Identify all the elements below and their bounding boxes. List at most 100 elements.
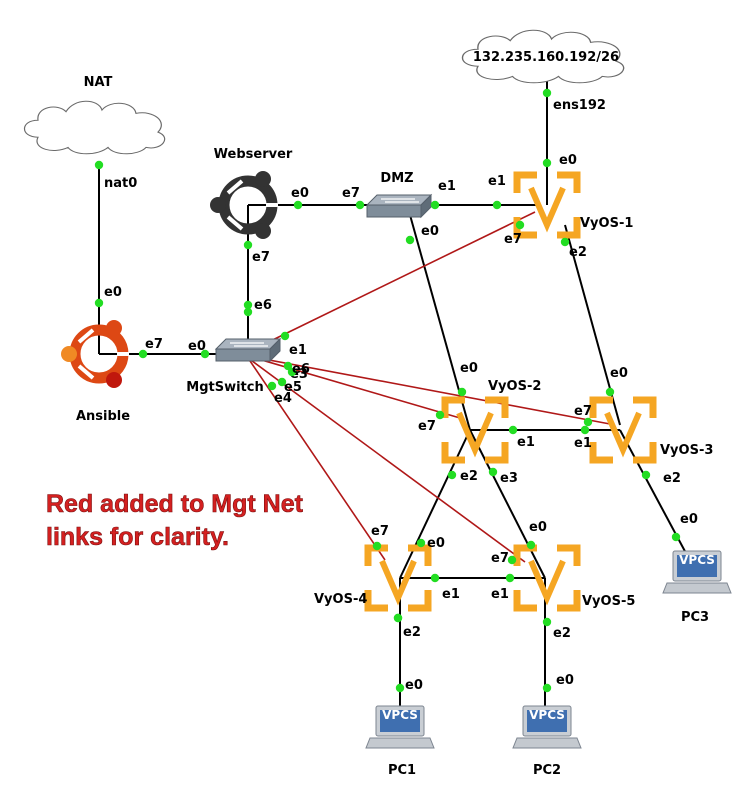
vyos2-router[interactable]: VyOS-2 bbox=[445, 379, 541, 460]
link-vyos2-vyos5 bbox=[469, 429, 546, 579]
port-label-e2: e2 bbox=[553, 626, 571, 641]
port-dot bbox=[287, 367, 297, 377]
vpcs-screen-label: VPCS bbox=[382, 708, 418, 722]
port-label-e1: e1 bbox=[517, 435, 535, 450]
port-dot bbox=[560, 237, 570, 247]
mgt-switch[interactable]: MgtSwitch bbox=[186, 338, 281, 395]
port-dot bbox=[435, 410, 445, 420]
link-vyos2-vyos4 bbox=[399, 429, 471, 579]
vyos5-router[interactable]: VyOS-5 bbox=[517, 548, 635, 609]
port-label-e0: e0 bbox=[421, 224, 439, 239]
port-dot bbox=[492, 200, 502, 210]
port-label-e0: e0 bbox=[460, 361, 478, 376]
vyos5-label: VyOS-5 bbox=[582, 594, 635, 609]
port-label-e1: e1 bbox=[442, 587, 460, 602]
port-label-e0: e0 bbox=[680, 512, 698, 527]
pc3-node[interactable]: VPCS PC3 bbox=[662, 550, 732, 625]
port-dot bbox=[457, 387, 467, 397]
mgt-link-vyos1 bbox=[247, 211, 536, 353]
vyos3-label: VyOS-3 bbox=[660, 443, 713, 458]
port-dot bbox=[515, 220, 525, 230]
port-dot bbox=[200, 349, 210, 359]
nat-cloud[interactable]: NAT bbox=[23, 75, 166, 155]
switch-icon bbox=[366, 194, 432, 218]
mgt-link-vyos3 bbox=[247, 355, 611, 425]
vpcs-screen-label: VPCS bbox=[529, 708, 565, 722]
port-label-e7: e7 bbox=[145, 337, 163, 352]
port-dot bbox=[580, 425, 590, 435]
port-label-e2: e2 bbox=[663, 471, 681, 486]
port-dot bbox=[277, 377, 287, 387]
port-label-e0: e0 bbox=[188, 339, 206, 354]
port-dot bbox=[508, 425, 518, 435]
internet-cloud[interactable]: 132.235.160.192/26 bbox=[461, 29, 625, 84]
port-label-e2: e2 bbox=[460, 469, 478, 484]
nat-cloud-label: NAT bbox=[84, 75, 113, 90]
port-dot bbox=[243, 300, 253, 310]
port-label-e7: e7 bbox=[504, 232, 522, 247]
port-dot bbox=[405, 235, 415, 245]
port-dot bbox=[372, 541, 382, 551]
port-label-e7: e7 bbox=[574, 404, 592, 419]
port-label-e0: e0 bbox=[556, 673, 574, 688]
port-label-nat0: nat0 bbox=[104, 176, 137, 191]
note-line-1: Red added to Mgt Net bbox=[46, 490, 304, 518]
pc2-label: PC2 bbox=[533, 763, 561, 778]
port-dot bbox=[641, 470, 651, 480]
port-dot bbox=[447, 470, 457, 480]
port-label-e7: e7 bbox=[342, 186, 360, 201]
vyos3-router[interactable]: VyOS-3 bbox=[593, 400, 713, 460]
port-label-e0: e0 bbox=[559, 153, 577, 168]
port-label-e0: e0 bbox=[610, 366, 628, 381]
port-dot bbox=[243, 240, 253, 250]
port-label-e0: e0 bbox=[427, 536, 445, 551]
port-dot bbox=[355, 200, 365, 210]
port-label-e6: e6 bbox=[254, 298, 272, 313]
port-dot bbox=[542, 88, 552, 98]
port-label-e2: e2 bbox=[569, 245, 587, 260]
port-dot bbox=[416, 538, 426, 548]
port-label-e7: e7 bbox=[491, 551, 509, 566]
mgt-links bbox=[247, 211, 611, 563]
port-dot bbox=[526, 540, 536, 550]
mgt-link-vyos4 bbox=[247, 357, 386, 561]
port-dot bbox=[94, 298, 104, 308]
port-label-e2: e2 bbox=[403, 625, 421, 640]
pc2-node[interactable]: VPCS PC2 bbox=[512, 705, 582, 778]
port-dot bbox=[293, 200, 303, 210]
mgt-link-vyos5 bbox=[247, 357, 526, 563]
ubuntu-icon bbox=[61, 320, 129, 388]
webserver-node[interactable]: Webserver bbox=[210, 147, 293, 239]
port-label-e4: e4 bbox=[274, 391, 292, 406]
port-dot bbox=[395, 683, 405, 693]
port-label-e1: e1 bbox=[574, 436, 592, 451]
pc1-label: PC1 bbox=[388, 763, 416, 778]
port-dot bbox=[243, 307, 253, 317]
dmz-switch[interactable]: DMZ bbox=[366, 171, 432, 218]
internet-cloud-label: 132.235.160.192/26 bbox=[473, 50, 619, 65]
vyos4-router[interactable]: VyOS-4 bbox=[314, 548, 428, 608]
vyos4-label: VyOS-4 bbox=[314, 592, 367, 607]
port-dot bbox=[505, 573, 515, 583]
ansible-node[interactable]: Ansible bbox=[61, 320, 130, 424]
port-dot bbox=[393, 613, 403, 623]
port-label-e0: e0 bbox=[405, 678, 423, 693]
pc1-node[interactable]: VPCS PC1 bbox=[365, 705, 435, 778]
port-dot bbox=[280, 331, 290, 341]
mgt-link-vyos2 bbox=[247, 355, 461, 419]
port-dot bbox=[542, 617, 552, 627]
port-label-e1: e1 bbox=[491, 587, 509, 602]
port-label-e7: e7 bbox=[252, 250, 270, 265]
port-dot bbox=[430, 200, 440, 210]
vyos1-label: VyOS-1 bbox=[580, 216, 633, 231]
port-label-ens192: ens192 bbox=[553, 98, 606, 113]
ubuntu-icon bbox=[210, 171, 278, 239]
port-dot bbox=[542, 158, 552, 168]
mgtswitch-label: MgtSwitch bbox=[186, 380, 263, 395]
switch-icon bbox=[215, 338, 281, 362]
vyos1-router[interactable]: VyOS-1 bbox=[517, 175, 633, 235]
port-dot bbox=[94, 160, 104, 170]
port-dot bbox=[138, 349, 148, 359]
